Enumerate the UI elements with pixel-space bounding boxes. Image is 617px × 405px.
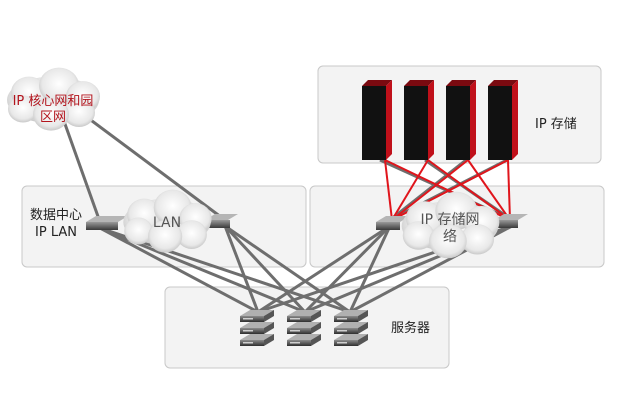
storage-network-label-line2: 络 xyxy=(443,229,457,245)
rack-server-icon xyxy=(240,310,368,346)
campus-label-line1: IP 核心网和园 xyxy=(13,94,94,109)
lan-switch-right-icon xyxy=(205,214,238,228)
campus-label-line2: 区网 xyxy=(40,110,66,125)
datacenter-label-line2: IP LAN xyxy=(35,225,77,240)
lan-switch-left-icon xyxy=(86,216,128,230)
lan-cloud-label: LAN xyxy=(153,215,181,231)
servers-label: 服务器 xyxy=(391,320,430,336)
datacenter-label-line1: 数据中心 xyxy=(30,208,82,223)
storage-array-icon xyxy=(362,80,518,160)
gray-links xyxy=(58,109,513,314)
storage-network-label-line1: IP 存储网 xyxy=(420,212,479,228)
storage-label: IP 存储 xyxy=(535,117,577,132)
storage-switch-left-icon xyxy=(376,216,410,230)
storage-switch-right-icon xyxy=(494,214,528,228)
